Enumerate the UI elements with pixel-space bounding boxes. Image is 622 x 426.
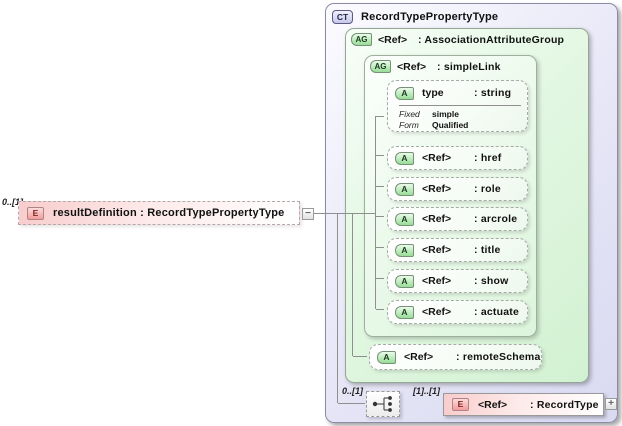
attribute-icon: A bbox=[395, 86, 414, 100]
attribute-ref: <Ref> bbox=[422, 275, 452, 287]
connector-tick bbox=[376, 278, 384, 279]
element-icon: E bbox=[27, 206, 44, 220]
attribute-icon: A bbox=[395, 212, 414, 226]
attribute-remoteschema[interactable]: A <Ref> : remoteSchema bbox=[369, 344, 542, 370]
attribute-datatype: : show bbox=[474, 275, 509, 287]
attribute-icon: A bbox=[395, 182, 414, 196]
attribute-datatype: : string bbox=[474, 87, 512, 99]
attribute-title[interactable]: A <Ref> : title bbox=[387, 238, 528, 262]
attribute-type[interactable]: A type : string Fixed simple Form Qualif… bbox=[387, 80, 528, 132]
expand-button[interactable]: + bbox=[605, 398, 617, 410]
connector-tick bbox=[376, 309, 384, 310]
attribute-show[interactable]: A <Ref> : show bbox=[387, 269, 528, 293]
attribute-href[interactable]: A <Ref> : href bbox=[387, 146, 528, 170]
connector-line bbox=[314, 213, 376, 214]
sequence-indicator[interactable] bbox=[366, 391, 400, 417]
element-recordtype[interactable]: E <Ref> : RecordType bbox=[443, 393, 604, 416]
attribute-datatype: : arcrole bbox=[474, 213, 518, 225]
attribute-group-type: : AssociationAttributeGroup bbox=[418, 33, 565, 46]
connector-tick bbox=[376, 155, 384, 156]
facet-value: Qualified bbox=[432, 119, 469, 130]
facet-label: Form bbox=[399, 119, 419, 130]
sequence-cardinality: 0..[1] bbox=[342, 386, 364, 396]
element-cardinality: 0..[1] bbox=[2, 197, 24, 207]
attribute-name: type bbox=[422, 87, 444, 99]
attribute-datatype: : remoteSchema bbox=[456, 351, 541, 363]
attribute-role[interactable]: A <Ref> : role bbox=[387, 177, 528, 201]
connector-line bbox=[375, 116, 376, 309]
attribute-ref: <Ref> bbox=[422, 213, 452, 225]
connector-line bbox=[352, 213, 353, 356]
connector-line bbox=[338, 403, 365, 404]
element-ref: <Ref> bbox=[478, 398, 508, 411]
connector-line bbox=[353, 356, 367, 357]
attribute-ref: <Ref> bbox=[422, 183, 452, 195]
facet-divider bbox=[399, 105, 521, 106]
attribute-datatype: : title bbox=[474, 244, 501, 256]
attribute-datatype: : actuate bbox=[474, 306, 519, 318]
connector-line bbox=[337, 213, 338, 403]
element-resultDefinition[interactable]: E resultDefinition : RecordTypePropertyT… bbox=[18, 201, 300, 225]
complex-type-title: RecordTypePropertyType bbox=[361, 11, 499, 23]
connector-tick bbox=[376, 186, 384, 187]
attribute-datatype: : href bbox=[474, 152, 502, 164]
attribute-icon: A bbox=[395, 243, 414, 257]
complex-type-icon: CT bbox=[332, 10, 353, 24]
attribute-group-simplelink[interactable]: AG <Ref> : simpleLink A type : string Fi… bbox=[364, 55, 537, 337]
attribute-group-type: : simpleLink bbox=[437, 60, 501, 73]
attribute-arcrole[interactable]: A <Ref> : arcrole bbox=[387, 207, 528, 231]
attribute-icon: A bbox=[395, 151, 414, 165]
element-datatype: : RecordType bbox=[530, 398, 599, 411]
attribute-group-ref: <Ref> bbox=[397, 60, 427, 73]
attribute-ref: <Ref> bbox=[404, 351, 434, 363]
sequence-icon bbox=[372, 396, 392, 412]
attribute-icon: A bbox=[377, 350, 396, 364]
collapse-button[interactable]: − bbox=[302, 208, 314, 220]
attribute-group-icon: AG bbox=[351, 33, 372, 46]
element-icon: E bbox=[452, 398, 469, 411]
attribute-ref: <Ref> bbox=[422, 306, 452, 318]
connector-tick bbox=[376, 216, 384, 217]
attribute-group-icon: AG bbox=[370, 60, 391, 73]
attribute-ref: <Ref> bbox=[422, 244, 452, 256]
connector-tick bbox=[376, 247, 384, 248]
element-label: resultDefinition : RecordTypePropertyTyp… bbox=[53, 207, 285, 219]
attribute-group-association[interactable]: AG <Ref> : AssociationAttributeGroup AG … bbox=[345, 28, 589, 383]
connector-tick bbox=[376, 116, 384, 117]
attribute-icon: A bbox=[395, 305, 414, 319]
facet-value: simple bbox=[432, 108, 459, 119]
attribute-actuate[interactable]: A <Ref> : actuate bbox=[387, 300, 528, 324]
complex-type-box: CT RecordTypePropertyType AG <Ref> : Ass… bbox=[325, 3, 618, 423]
child-element-cardinality: [1]..[1] bbox=[413, 386, 440, 396]
attribute-datatype: : role bbox=[474, 183, 501, 195]
attribute-icon: A bbox=[395, 274, 414, 288]
attribute-ref: <Ref> bbox=[422, 152, 452, 164]
facet-label: Fixed bbox=[399, 108, 420, 119]
attribute-group-ref: <Ref> bbox=[378, 33, 408, 46]
